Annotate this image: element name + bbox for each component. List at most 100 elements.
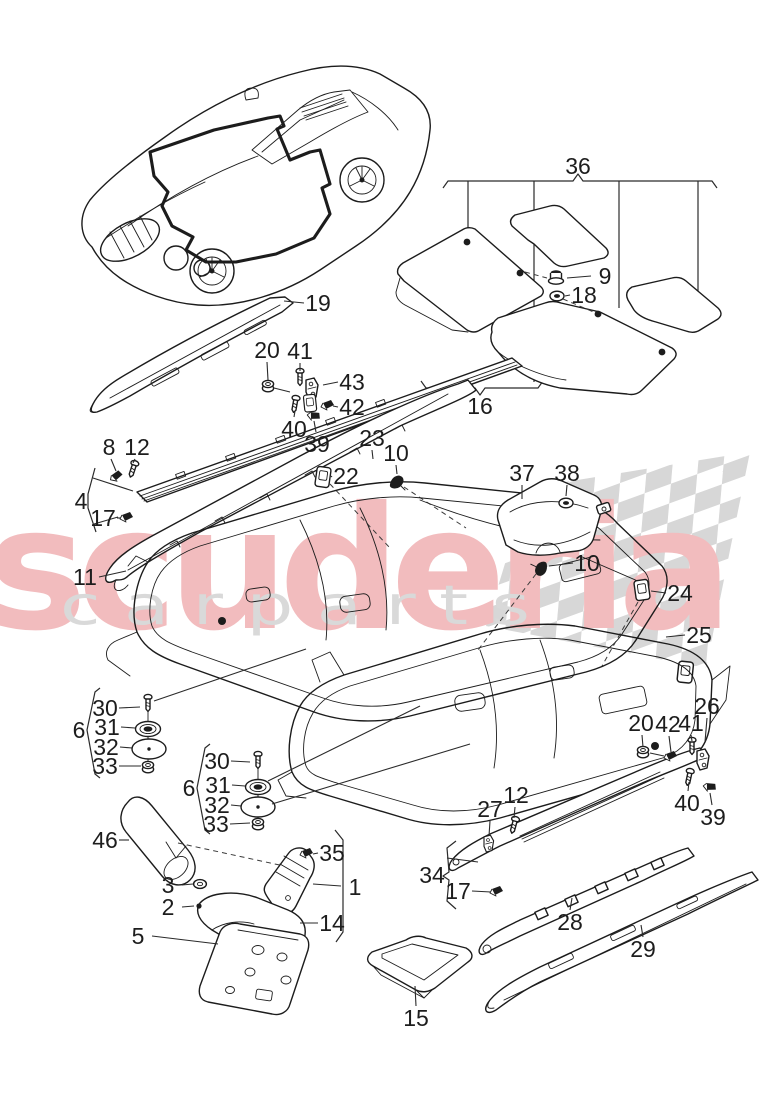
- clip-42-icon: [320, 399, 335, 411]
- car-rear-deck-vent: [299, 93, 349, 121]
- leader-line-12: [132, 458, 136, 464]
- callout-28: 28: [557, 909, 583, 935]
- callout-4: 4: [75, 488, 88, 514]
- leader-line-20: [266, 361, 269, 381]
- bracket-36: [442, 173, 718, 189]
- car-illustration: [81, 65, 431, 307]
- retainer-plate-22-icon: [313, 465, 333, 489]
- screw-40-icon: [288, 394, 302, 414]
- retainer-plate-23-icon: [302, 393, 318, 413]
- callout-5: 5: [132, 923, 145, 949]
- leader-line-32: [119, 746, 133, 749]
- callout-2: 2: [162, 894, 175, 920]
- callout-16: 16: [467, 393, 493, 419]
- callout-40: 40: [674, 790, 700, 816]
- callout-11: 11: [73, 564, 97, 590]
- callout-34: 34: [419, 862, 445, 888]
- hinge-hardware-right: [636, 736, 719, 795]
- callout-8: 8: [103, 434, 116, 460]
- clip-39-icon: [701, 779, 719, 795]
- leader-line-5: [151, 935, 219, 945]
- leader-line-12: [513, 806, 516, 819]
- mat-rear-left: [509, 204, 609, 268]
- grommet-38-icon: [558, 497, 574, 509]
- washer-32-icon: [240, 796, 276, 818]
- callout-38: 38: [554, 460, 580, 486]
- callout-17: 17: [90, 505, 116, 531]
- leader-line-8: [110, 458, 117, 472]
- callout-25: 25: [686, 622, 712, 648]
- leader-line-33: [229, 822, 251, 825]
- insulation-plate-1: [263, 829, 344, 943]
- nut-33-icon: [251, 817, 265, 831]
- callout-10: 10: [383, 440, 409, 466]
- leader-line-20: [641, 734, 644, 748]
- callout-39: 39: [700, 804, 726, 830]
- leader-line-10: [548, 562, 574, 567]
- leader-line-27: [488, 820, 491, 837]
- sill-support-lower: [448, 747, 707, 872]
- nut-33-icon: [141, 760, 155, 774]
- sill-support-28: [478, 847, 695, 956]
- grommet-31-icon: [244, 778, 272, 796]
- leader-line-39: [313, 420, 317, 433]
- callout-10: 10: [574, 550, 600, 576]
- callout-12: 12: [124, 434, 150, 460]
- callout-41: 41: [287, 338, 313, 364]
- callout-23: 23: [359, 425, 385, 451]
- callout-42: 42: [339, 394, 365, 420]
- callout-18: 18: [571, 282, 597, 308]
- callout-27: 27: [477, 796, 503, 822]
- leader-line-23: [371, 449, 374, 460]
- callout-32: 32: [93, 734, 119, 760]
- leader-line-28: [569, 897, 573, 911]
- leader-line-42: [332, 405, 339, 408]
- car-rear-wheel-icon: [339, 157, 385, 203]
- callout-33: 33: [92, 753, 118, 779]
- leader-line-29: [640, 924, 644, 938]
- leader-line-9: [566, 275, 592, 279]
- callout-24: 24: [667, 580, 693, 606]
- callout-14: 14: [319, 910, 345, 936]
- cover-37: [496, 478, 612, 556]
- leader-line-11: [98, 570, 127, 578]
- hinge-hardware-upper: [261, 367, 335, 424]
- car-front-wheel-icon: [189, 248, 235, 294]
- washer-32-icon: [131, 738, 167, 760]
- leader-line-19: [283, 300, 305, 304]
- callout-30: 30: [92, 695, 118, 721]
- leader-line-32: [230, 804, 242, 807]
- bracket-1: [334, 829, 344, 943]
- callout-42: 42: [655, 711, 681, 737]
- clip-17-lower-icon: [489, 885, 504, 897]
- callout-29: 29: [630, 936, 656, 962]
- washer-3-icon: [192, 878, 208, 890]
- callout-20: 20: [254, 337, 280, 363]
- leader-line-17: [471, 890, 492, 893]
- callout-22: 22: [333, 463, 359, 489]
- callout-40: 40: [281, 416, 307, 442]
- car-grille-icon: [99, 215, 161, 262]
- leader-line-41: [690, 734, 693, 742]
- callout-46: 46: [92, 827, 118, 853]
- leader-line-42: [668, 735, 672, 753]
- leader-line-35: [312, 852, 319, 855]
- callout-26: 26: [694, 693, 720, 719]
- car-mirror-icon: [244, 87, 259, 101]
- callout-33: 33: [203, 811, 229, 837]
- callout-37: 37: [509, 460, 535, 486]
- callout-20: 20: [628, 710, 654, 736]
- leader-line-31: [231, 784, 246, 787]
- nut-20-icon: [636, 745, 650, 759]
- car-floor-carpet-outline: [148, 114, 332, 264]
- heel-pad-5: [198, 922, 310, 1016]
- leader-line-18: [564, 294, 571, 297]
- callout-43: 43: [339, 369, 365, 395]
- callout-15: 15: [403, 1005, 429, 1031]
- callout-19: 19: [305, 290, 331, 316]
- leader-line-10: [395, 464, 398, 475]
- leader-line-2: [181, 905, 195, 908]
- sleeve-46: [120, 796, 299, 886]
- callout-1: 1: [349, 874, 362, 900]
